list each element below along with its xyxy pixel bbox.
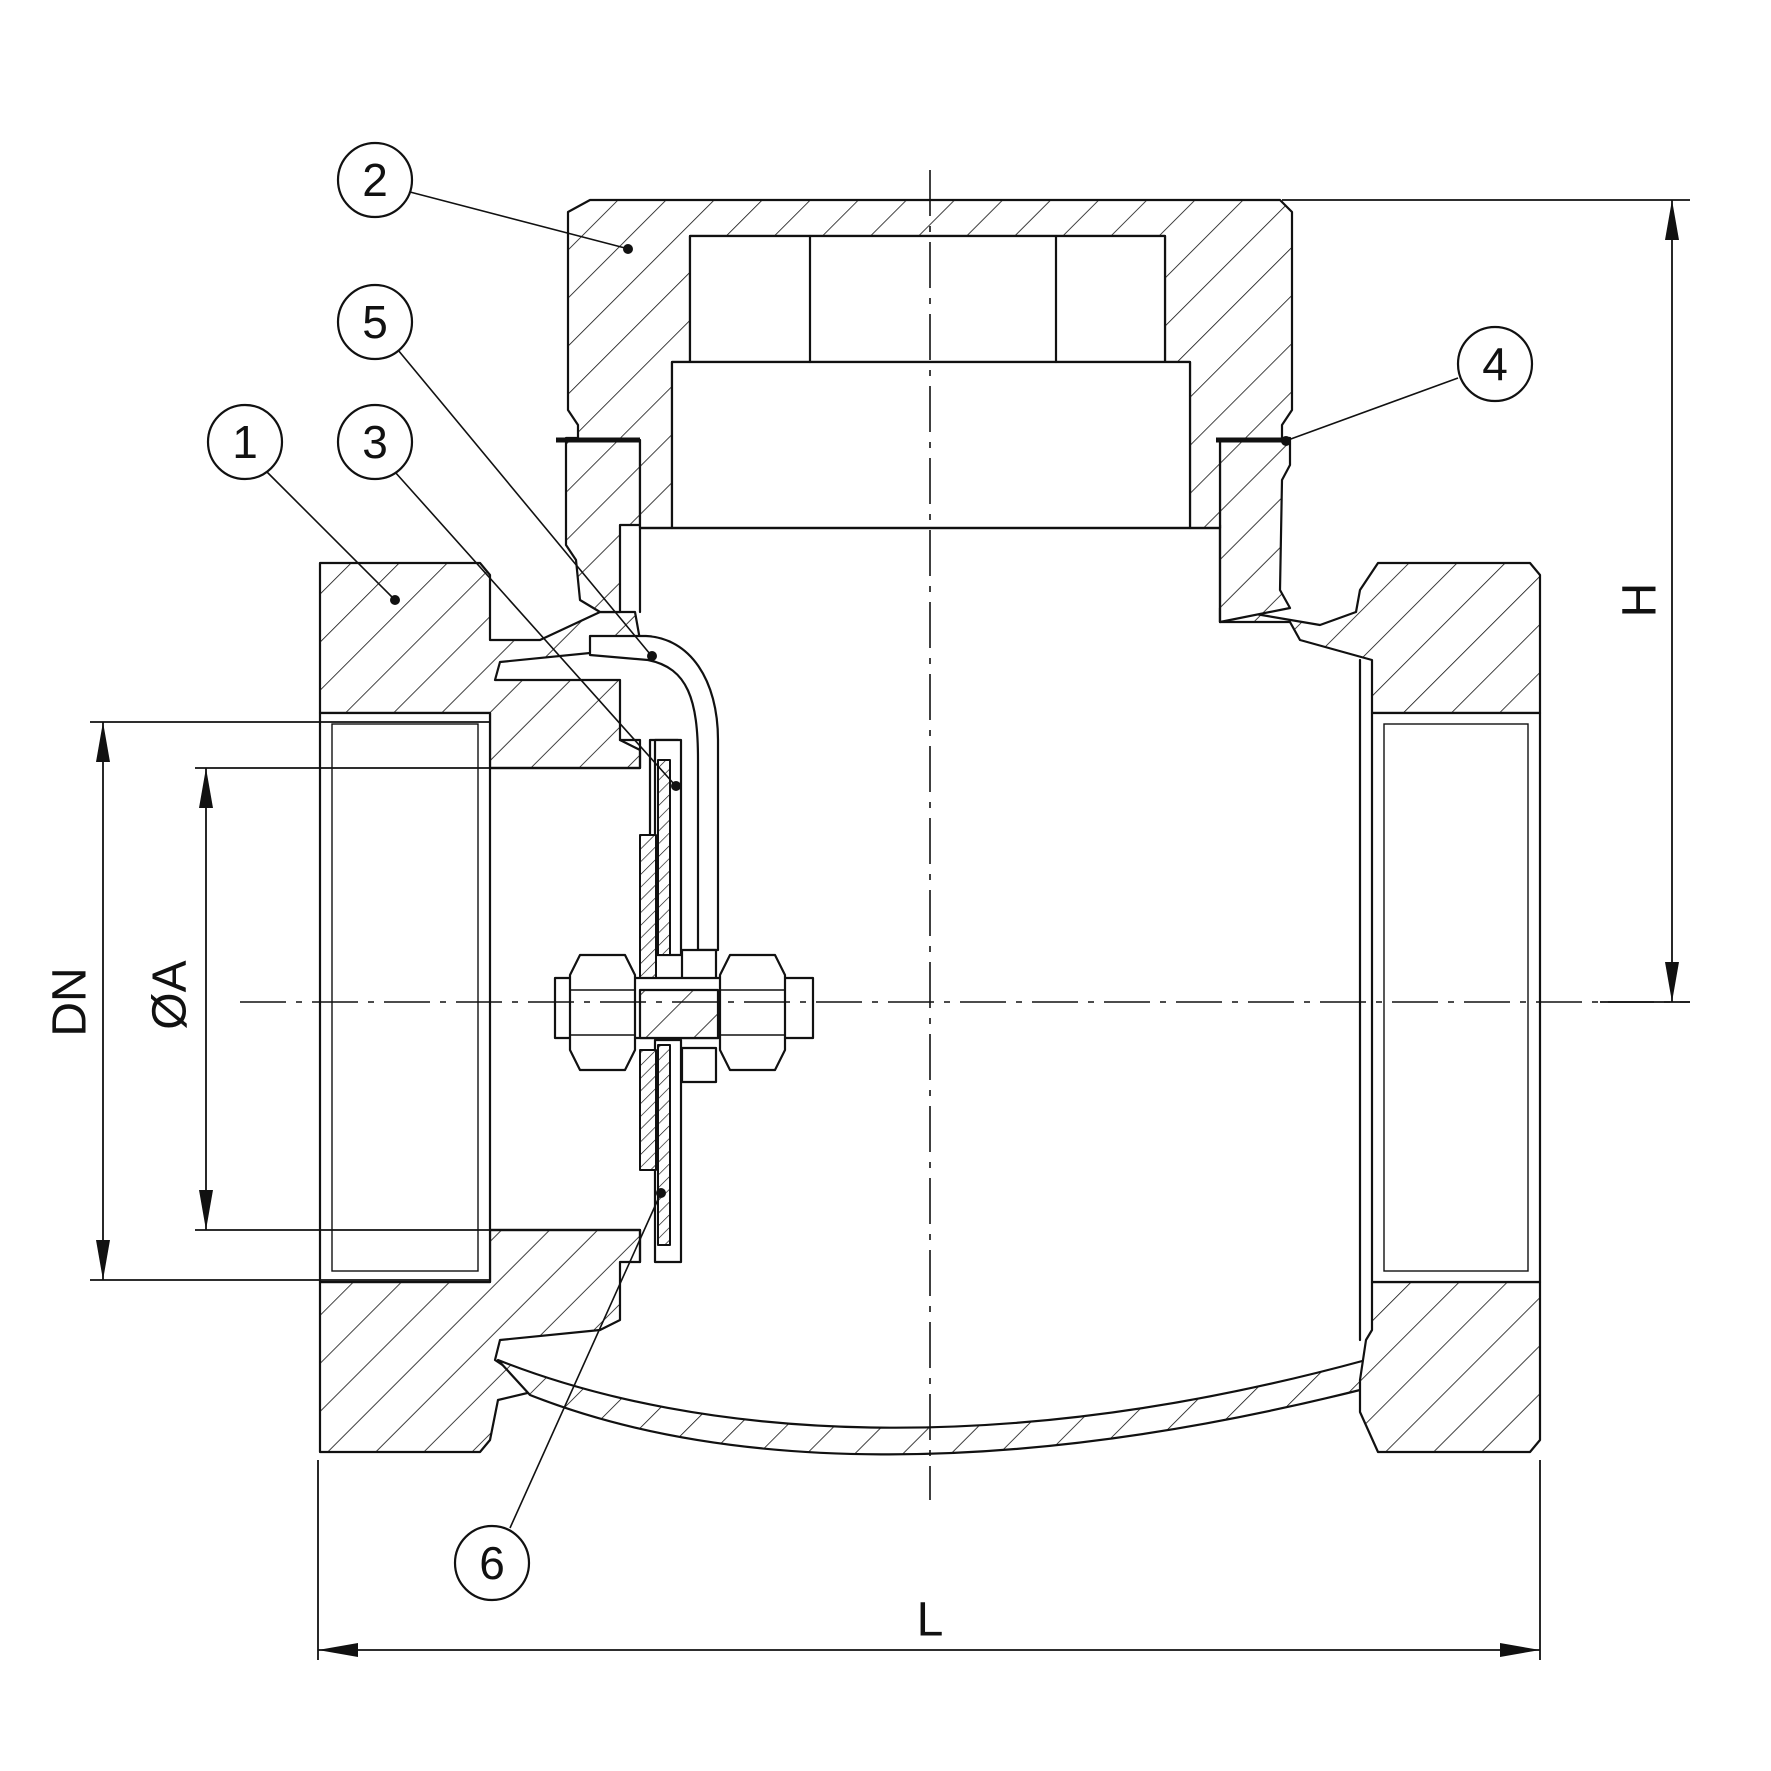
dim-H-arrow-bottom [1665,962,1679,1002]
callout-4-label: 4 [1482,338,1508,390]
body-right-boss-upper [1218,561,1542,715]
callout-4-dot [1281,436,1291,446]
callout-3-dot [671,781,681,791]
body-left-thread-line [331,723,479,1272]
callout-2: 2 [336,141,633,254]
disc-plate-lower [639,1049,657,1171]
body-neck-left [564,436,642,614]
nut-right [718,953,787,1072]
disc-assembly [639,738,718,1264]
callout-6-dot [656,1188,666,1198]
callout-4: 4 [1281,325,1534,446]
disc-plate-upper [639,834,657,986]
callout-3-bubble [336,403,414,481]
dimension-L: L [317,1460,1541,1660]
body-neck-right [1218,436,1292,624]
body-right-thread-line [1383,723,1529,1272]
callout-6-label: 6 [479,1537,505,1589]
dimension-A: ØA [144,767,640,1231]
callout-1-leader [264,469,394,599]
disc-retainer-lower [680,1046,718,1084]
callout-5-dot [647,651,657,661]
dim-L-arrow-right [1500,1643,1540,1657]
callout-6: 6 [453,1188,666,1602]
dim-DN-label: DN [44,967,97,1036]
dim-A-arrow-bottom [199,1190,213,1230]
callout-1-bubble [206,403,284,481]
bonnet [566,198,1294,530]
callout-6-bubble [453,1524,531,1602]
callout-4-leader [1287,377,1459,441]
dim-H-arrow-top [1665,200,1679,240]
body-left-port [318,711,492,1284]
body-bottom-bowl [496,1358,1368,1456]
nut-left [568,953,637,1072]
callout-1: 1 [206,403,400,605]
dim-DN-arrow-top [96,722,110,762]
callout-2-label: 2 [362,154,388,206]
bonnet-inner-top [688,234,1167,364]
callout-2-leader [409,191,626,249]
valve-body [318,436,1542,1456]
dim-A-arrow-top [199,768,213,808]
callout-3: 3 [336,403,681,791]
callout-5-label: 5 [362,296,388,348]
callout-2-dot [623,244,633,254]
callout-6-leader [509,1194,661,1529]
dimension-DN: DN [44,721,490,1281]
dim-L-label: L [917,1594,944,1647]
dim-H-label: H [1614,583,1667,618]
dim-DN-arrow-bottom [96,1240,110,1280]
callout-1-dot [390,595,400,605]
dimension-H: H [1282,199,1690,1003]
callout-3-leader [394,471,675,785]
bonnet-inner-bottom [670,360,1192,530]
disc-seal-upper [657,759,671,956]
callout-4-bubble [1456,325,1534,403]
callout-1-label: 1 [232,416,258,468]
callout-2-bubble [336,141,414,219]
callout-3-label: 3 [362,416,388,468]
disc-seal-lower [657,1044,671,1246]
body-cavity-top [638,523,1222,624]
callout-5-bubble [336,283,414,361]
dim-L-arrow-left [318,1643,358,1657]
bolt-washer [638,988,720,1040]
dim-A-label: ØA [144,960,197,1029]
callout-5: 5 [336,283,657,661]
callout-5-leader [397,349,651,655]
body-right-boss-lower [1358,1280,1542,1454]
body-seat-lower [488,1228,642,1264]
body-right-port [1370,711,1542,1284]
